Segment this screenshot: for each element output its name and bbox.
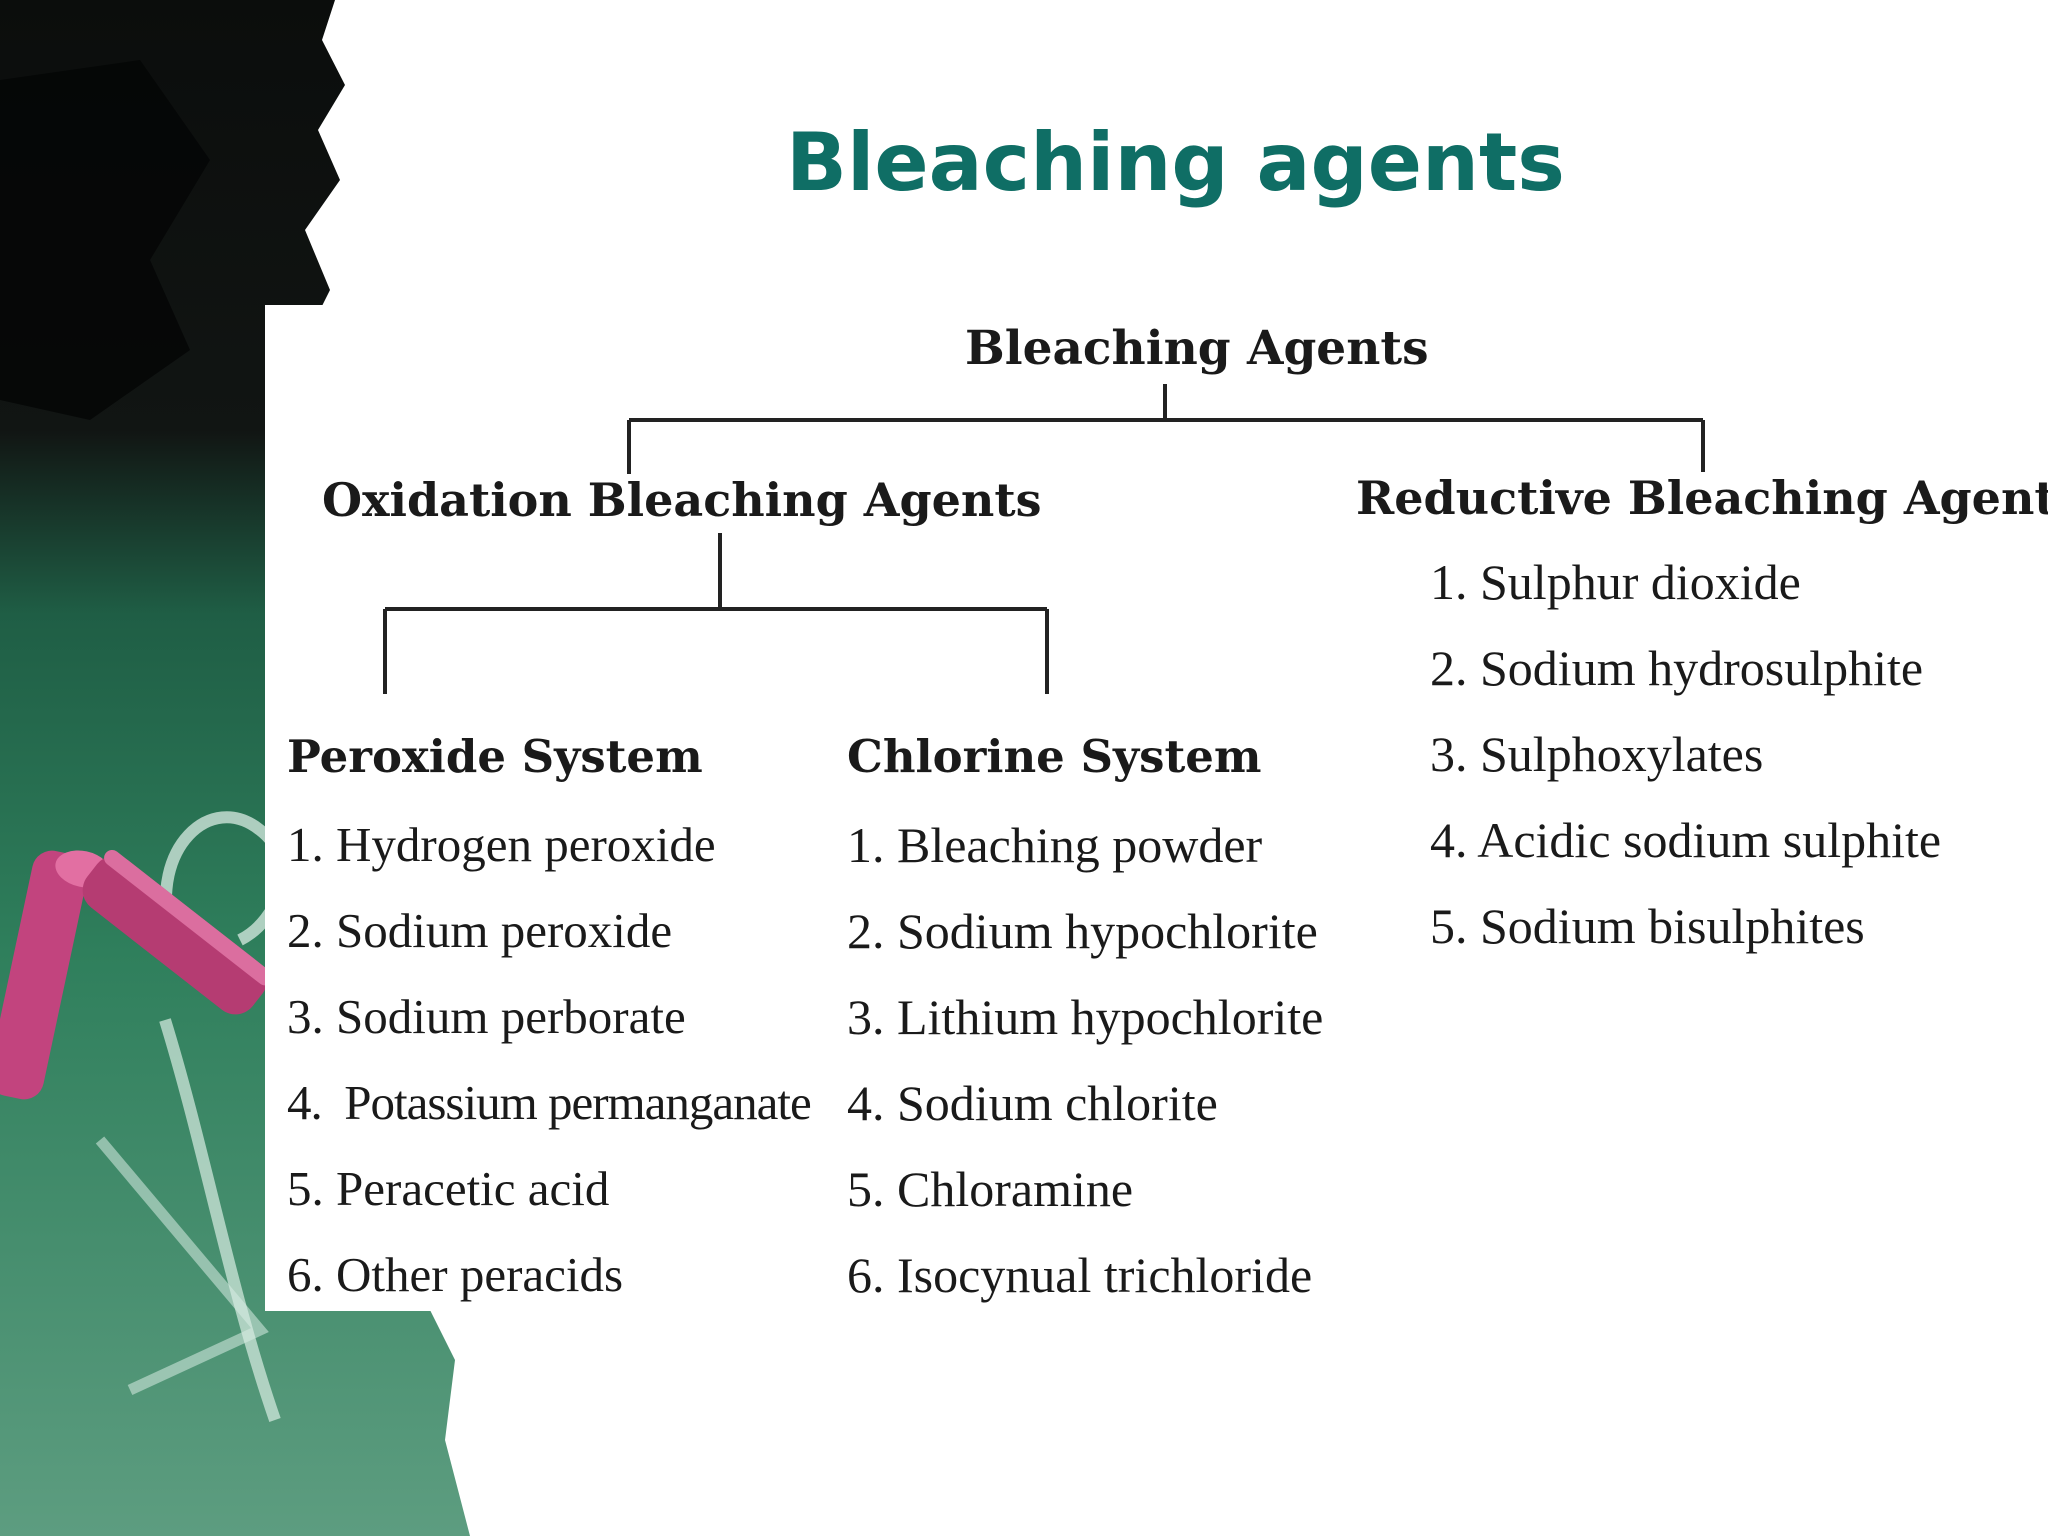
list-item: 2. Sodium peroxide [287, 903, 673, 958]
list-item: 3. Sulphoxylates [1430, 726, 1764, 782]
reductive-items-list: 1. Sulphur dioxide 2. Sodium hydrosulphi… [1430, 539, 1941, 969]
chlorine-items-list: 1. Bleaching powder 2. Sodium hypochlori… [847, 802, 1323, 1318]
pink-chalk-stick-1 [0, 850, 111, 1100]
list-item: 5. Sodium bisulphites [1430, 898, 1865, 954]
peroxide-system-label: Peroxide System [287, 730, 703, 783]
chalk-scribble-2 [159, 1018, 281, 1422]
list-item: 1. Hydrogen peroxide [287, 817, 716, 872]
pink-chalk-stick-2 [82, 849, 273, 1015]
list-item: 5. Chloramine [847, 1161, 1134, 1217]
dark-smudge [0, 60, 210, 420]
list-item: 1. Sulphur dioxide [1430, 554, 1801, 610]
chalk-scribble-3 [95, 1136, 269, 1395]
list-item: 6. Isocynual trichloride [847, 1247, 1313, 1303]
bleaching-agents-diagram: Bleaching Agents Oxidation Bleaching Age… [265, 305, 2048, 1311]
oxidation-branch-label: Oxidation Bleaching Agents [322, 473, 1042, 527]
chlorine-system-label: Chlorine System [847, 730, 1262, 783]
list-item: 1. Bleaching powder [847, 817, 1263, 873]
slide-title: Bleaching agents [786, 116, 1565, 209]
reductive-branch-label: Reductive Bleaching Agents [1356, 471, 2048, 525]
list-item: 2. Sodium hydrosulphite [1430, 640, 1924, 696]
root-node-label: Bleaching Agents [965, 321, 1429, 376]
list-item: 5. Peracetic acid [287, 1161, 610, 1216]
list-item: 4. Potassium permanganate [287, 1075, 812, 1130]
list-item: 3. Lithium hypochlorite [847, 989, 1324, 1045]
tree-connectors [383, 384, 1705, 694]
list-item: 2. Sodium hypochlorite [847, 903, 1318, 959]
list-item: 6. Other peracids [287, 1247, 624, 1302]
list-item: 4. Sodium chlorite [847, 1075, 1218, 1131]
peroxide-items-list: 1. Hydrogen peroxide 2. Sodium peroxide … [287, 802, 812, 1318]
list-item: 3. Sodium perborate [287, 989, 686, 1044]
list-item: 4. Acidic sodium sulphite [1430, 812, 1942, 868]
